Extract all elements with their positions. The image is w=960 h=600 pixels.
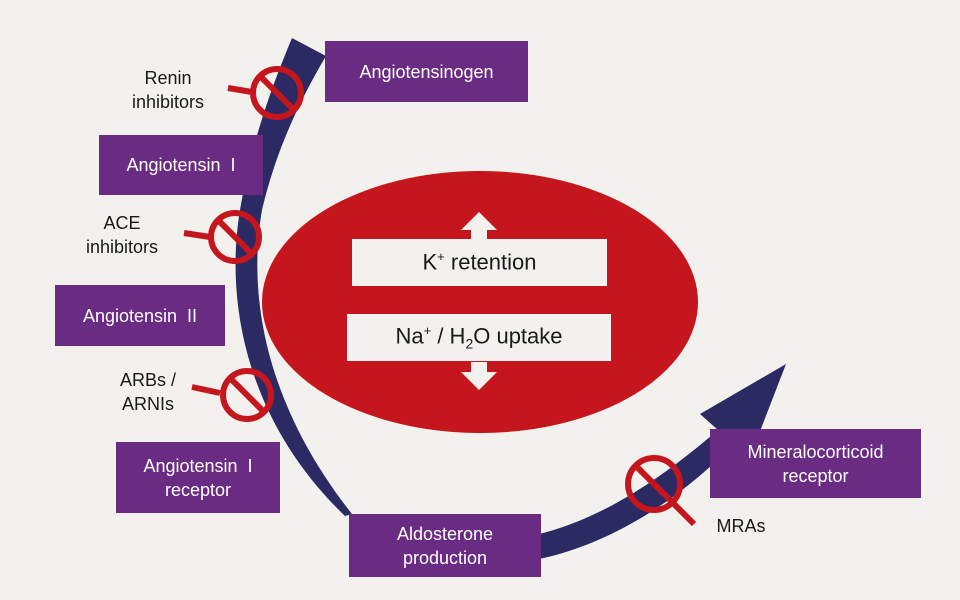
renin-inhibitors-label: Renin inhibitors [131,68,205,112]
renin-inhibitor-icon [227,66,304,120]
ace-inhibitors-label: ACE inhibitors [85,213,159,257]
aldosterone-label: Aldosterone production [396,523,494,568]
mineralocorticoid-box: Mineralocorticoid receptor [710,429,921,498]
angiotensin-i-label: Angiotensin I [126,155,236,175]
ace-inhibitor-icon [183,210,262,264]
na-h2o-uptake-label: Na+ / H2O uptake [395,323,563,352]
angiotensin-ii-box: Angiotensin II [55,285,225,346]
angiotensinogen-box: Angiotensinogen [325,41,528,102]
at1-receptor-label: Angiotensin I receptor [143,455,253,500]
angiotensinogen-label: Angiotensinogen [359,61,494,82]
down-arrow-icon [461,362,497,390]
arbs-arnis-label: ARBs / ARNIs [119,370,176,414]
mineralocorticoid-label: Mineralocorticoid receptor [747,441,884,486]
na-h2o-uptake-box: Na+ / H2O uptake [347,314,611,361]
k-retention-label: K+ retention [422,249,537,275]
aldosterone-box: Aldosterone production [349,514,541,577]
angiotensin-i-box: Angiotensin I [99,135,263,195]
mra-inhibitor-icon [625,455,697,527]
arb-inhibitor-icon [191,368,274,422]
pathway-arrow [235,38,352,516]
effect-ellipse [262,171,698,433]
up-arrow-icon [461,212,497,240]
k-retention-box: K+ retention [352,239,607,286]
angiotensin-ii-label: Angiotensin II [82,305,198,326]
mras-label: MRAs [716,516,766,536]
at1-receptor-box: Angiotensin I receptor [116,442,280,513]
pathway-arrow-lower [535,364,786,560]
